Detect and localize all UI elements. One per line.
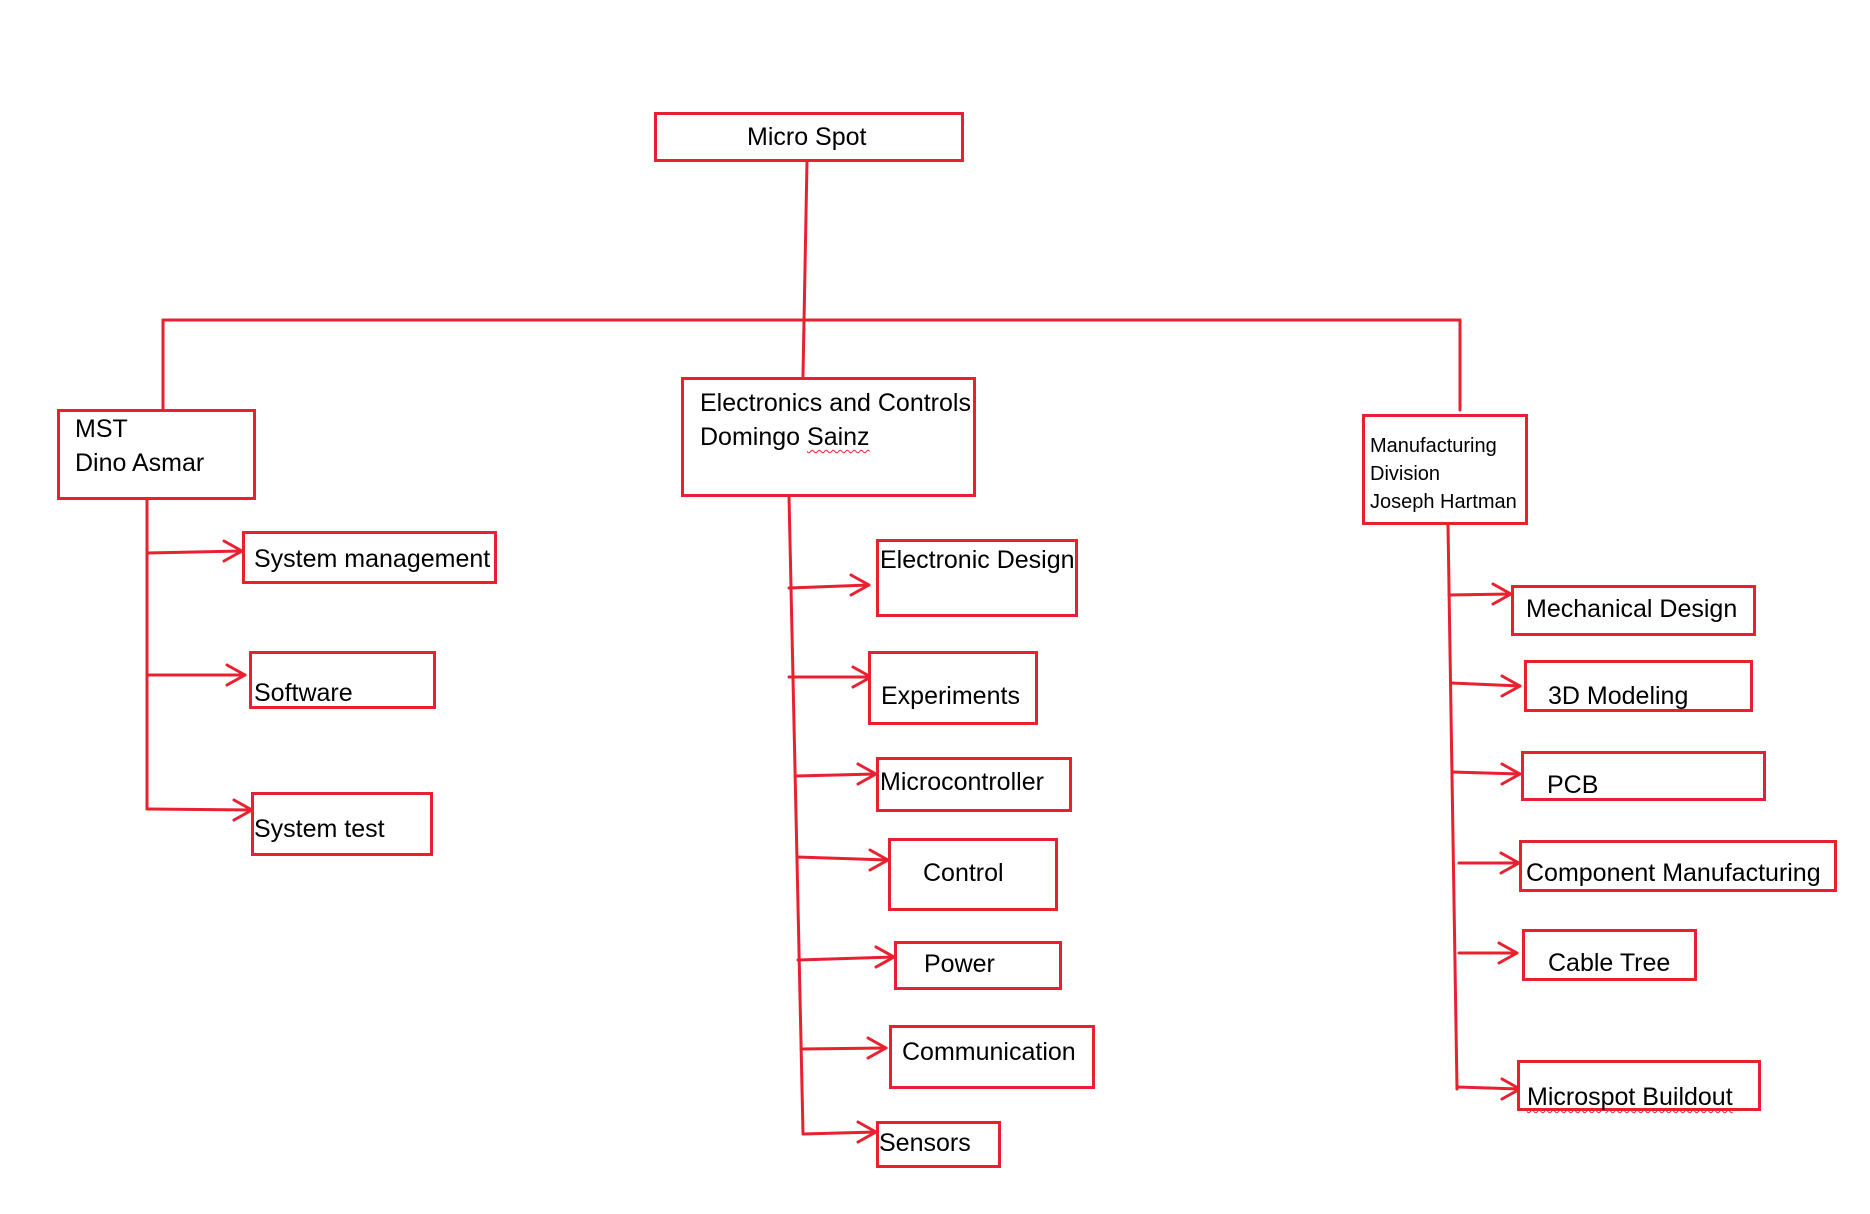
division-electronics-name: Electronics and Controls — [700, 389, 971, 417]
mfg-item-box: 3D Modeling — [1524, 660, 1753, 712]
root-box: Micro Spot — [654, 112, 964, 162]
ec-spine — [787, 494, 805, 1135]
division-manufacturing-box: Manufacturing Division Joseph Hartman — [1362, 414, 1528, 525]
mst-item-box: Software — [249, 651, 436, 709]
division-mst-box: MST Dino Asmar — [57, 409, 256, 500]
mst-arrow-1 — [145, 549, 244, 555]
ec-item-box: Sensors — [876, 1121, 1001, 1168]
division-manufacturing-lead: Joseph Hartman — [1370, 491, 1517, 513]
ec-item-box: Communication — [889, 1025, 1095, 1089]
mst-item-label: System management — [254, 545, 491, 573]
division-electronics-box: Electronics and Controls Domingo Sainz — [681, 377, 976, 497]
division-mst-name: MST — [75, 415, 128, 443]
mst-item-label: System test — [254, 815, 385, 843]
root-label: Micro Spot — [747, 123, 867, 151]
ec-item-label: Sensors — [879, 1129, 971, 1157]
ec-item-label: Control — [923, 859, 1004, 887]
division-mst-lead: Dino Asmar — [75, 449, 205, 477]
mst-arrow-3 — [145, 807, 254, 812]
mfg-item-label: 3D Modeling — [1548, 682, 1689, 710]
mfg-item-box: Cable Tree — [1522, 929, 1697, 981]
mst-item-label: Software — [254, 679, 353, 707]
root-connector — [801, 159, 809, 378]
mfg-arrow-1 — [1447, 592, 1513, 597]
ec-arrow-5 — [796, 955, 896, 962]
ec-item-box: Electronic Design — [876, 539, 1078, 617]
division-manufacturing-name-2: Division — [1370, 463, 1441, 485]
ec-item-box: Power — [894, 941, 1062, 990]
mfg-item-box: PCB — [1521, 751, 1766, 801]
division-electronics-lead-surname: Sainz — [807, 423, 870, 451]
ec-item-label: Communication — [902, 1038, 1076, 1066]
mfg-item-box: Microspot Buildout — [1517, 1060, 1761, 1111]
ec-item-box: Experiments — [868, 651, 1038, 725]
ec-item-label: Microcontroller — [880, 768, 1044, 796]
mfg-item-label: Microspot Buildout — [1527, 1083, 1733, 1111]
ec-item-label: Experiments — [881, 682, 1020, 710]
ec-item-box: Control — [888, 838, 1058, 911]
mfg-arrow-2 — [1449, 681, 1522, 688]
mfg-item-label: Mechanical Design — [1526, 595, 1738, 623]
mfg-arrow-3 — [1450, 770, 1522, 776]
mfg-item-label: PCB — [1547, 771, 1599, 799]
ec-arrow-6 — [799, 1046, 888, 1051]
mst-item-box: System test — [251, 792, 433, 856]
ec-item-label: Electronic Design — [880, 546, 1075, 574]
division-manufacturing-name: Manufacturing — [1370, 435, 1497, 457]
ec-item-box: Microcontroller — [876, 757, 1072, 812]
mfg-item-label: Cable Tree — [1548, 949, 1671, 977]
mfg-item-label: Component Manufacturing — [1526, 859, 1821, 887]
mfg-arrow-6 — [1455, 1085, 1522, 1091]
ec-arrow-1 — [787, 583, 871, 590]
mfg-spine — [1446, 523, 1459, 1091]
ec-arrow-4 — [795, 855, 890, 862]
division-electronics-lead: Domingo Sainz — [700, 423, 870, 451]
ec-arrow-7 — [801, 1130, 878, 1136]
ec-arrow-3 — [794, 772, 878, 778]
mst-item-box: System management — [242, 531, 497, 584]
mfg-item-box: Mechanical Design — [1511, 585, 1756, 636]
ec-item-label: Power — [924, 950, 995, 978]
mfg-item-box: Component Manufacturing — [1519, 840, 1837, 892]
